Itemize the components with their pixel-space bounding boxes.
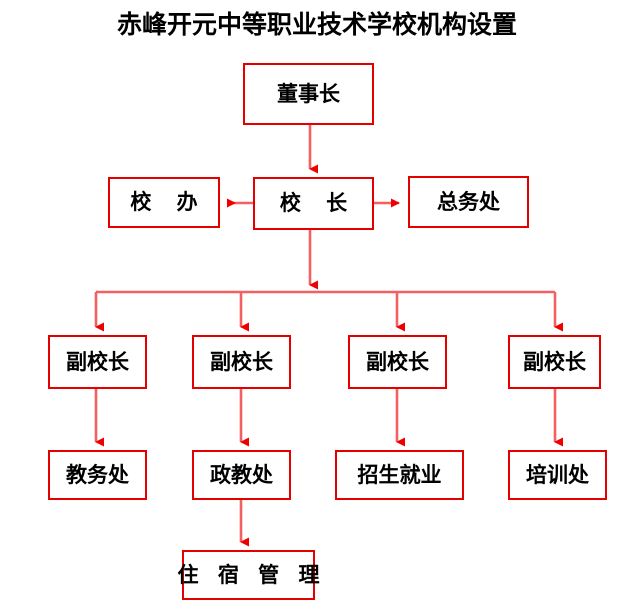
node-general-affairs-label: 总务处	[437, 188, 500, 214]
node-moral-education-label: 政教处	[210, 461, 273, 487]
node-vice-principal-2-label: 副校长	[210, 348, 273, 374]
node-chairman-label: 董事长	[277, 80, 340, 106]
node-vice-principal-2[interactable]: 副校长	[192, 335, 291, 389]
node-school-office[interactable]: 校 办	[108, 177, 220, 228]
node-vice-principal-4[interactable]: 副校长	[508, 335, 601, 389]
node-vice-principal-4-label: 副校长	[523, 348, 586, 374]
node-training-office-label: 培训处	[526, 461, 589, 487]
node-moral-education[interactable]: 政教处	[192, 450, 291, 500]
page-title: 赤峰开元中等职业技术学校机构设置	[116, 10, 517, 39]
node-school-office-label: 校 办	[130, 189, 207, 214]
node-vice-principal-3[interactable]: 副校长	[348, 335, 447, 389]
node-academic-affairs-label: 教务处	[66, 461, 129, 487]
node-chairman[interactable]: 董事长	[243, 63, 374, 125]
node-principal-label: 校 长	[279, 190, 357, 215]
node-training-office[interactable]: 培训处	[508, 450, 607, 500]
node-dorm-management[interactable]: 住 宿 管 理	[178, 550, 319, 600]
node-principal[interactable]: 校 长	[253, 177, 374, 230]
node-academic-affairs[interactable]: 教务处	[48, 450, 147, 500]
node-admissions-employment-label: 招生就业	[357, 461, 442, 487]
node-general-affairs[interactable]: 总务处	[408, 176, 529, 228]
node-vice-principal-3-label: 副校长	[366, 348, 429, 374]
node-admissions-employment[interactable]: 招生就业	[335, 450, 464, 500]
node-vice-principal-1-label: 副校长	[66, 348, 129, 374]
node-vice-principal-1[interactable]: 副校长	[48, 335, 147, 389]
node-dorm-management-label: 住 宿 管 理	[177, 561, 326, 587]
